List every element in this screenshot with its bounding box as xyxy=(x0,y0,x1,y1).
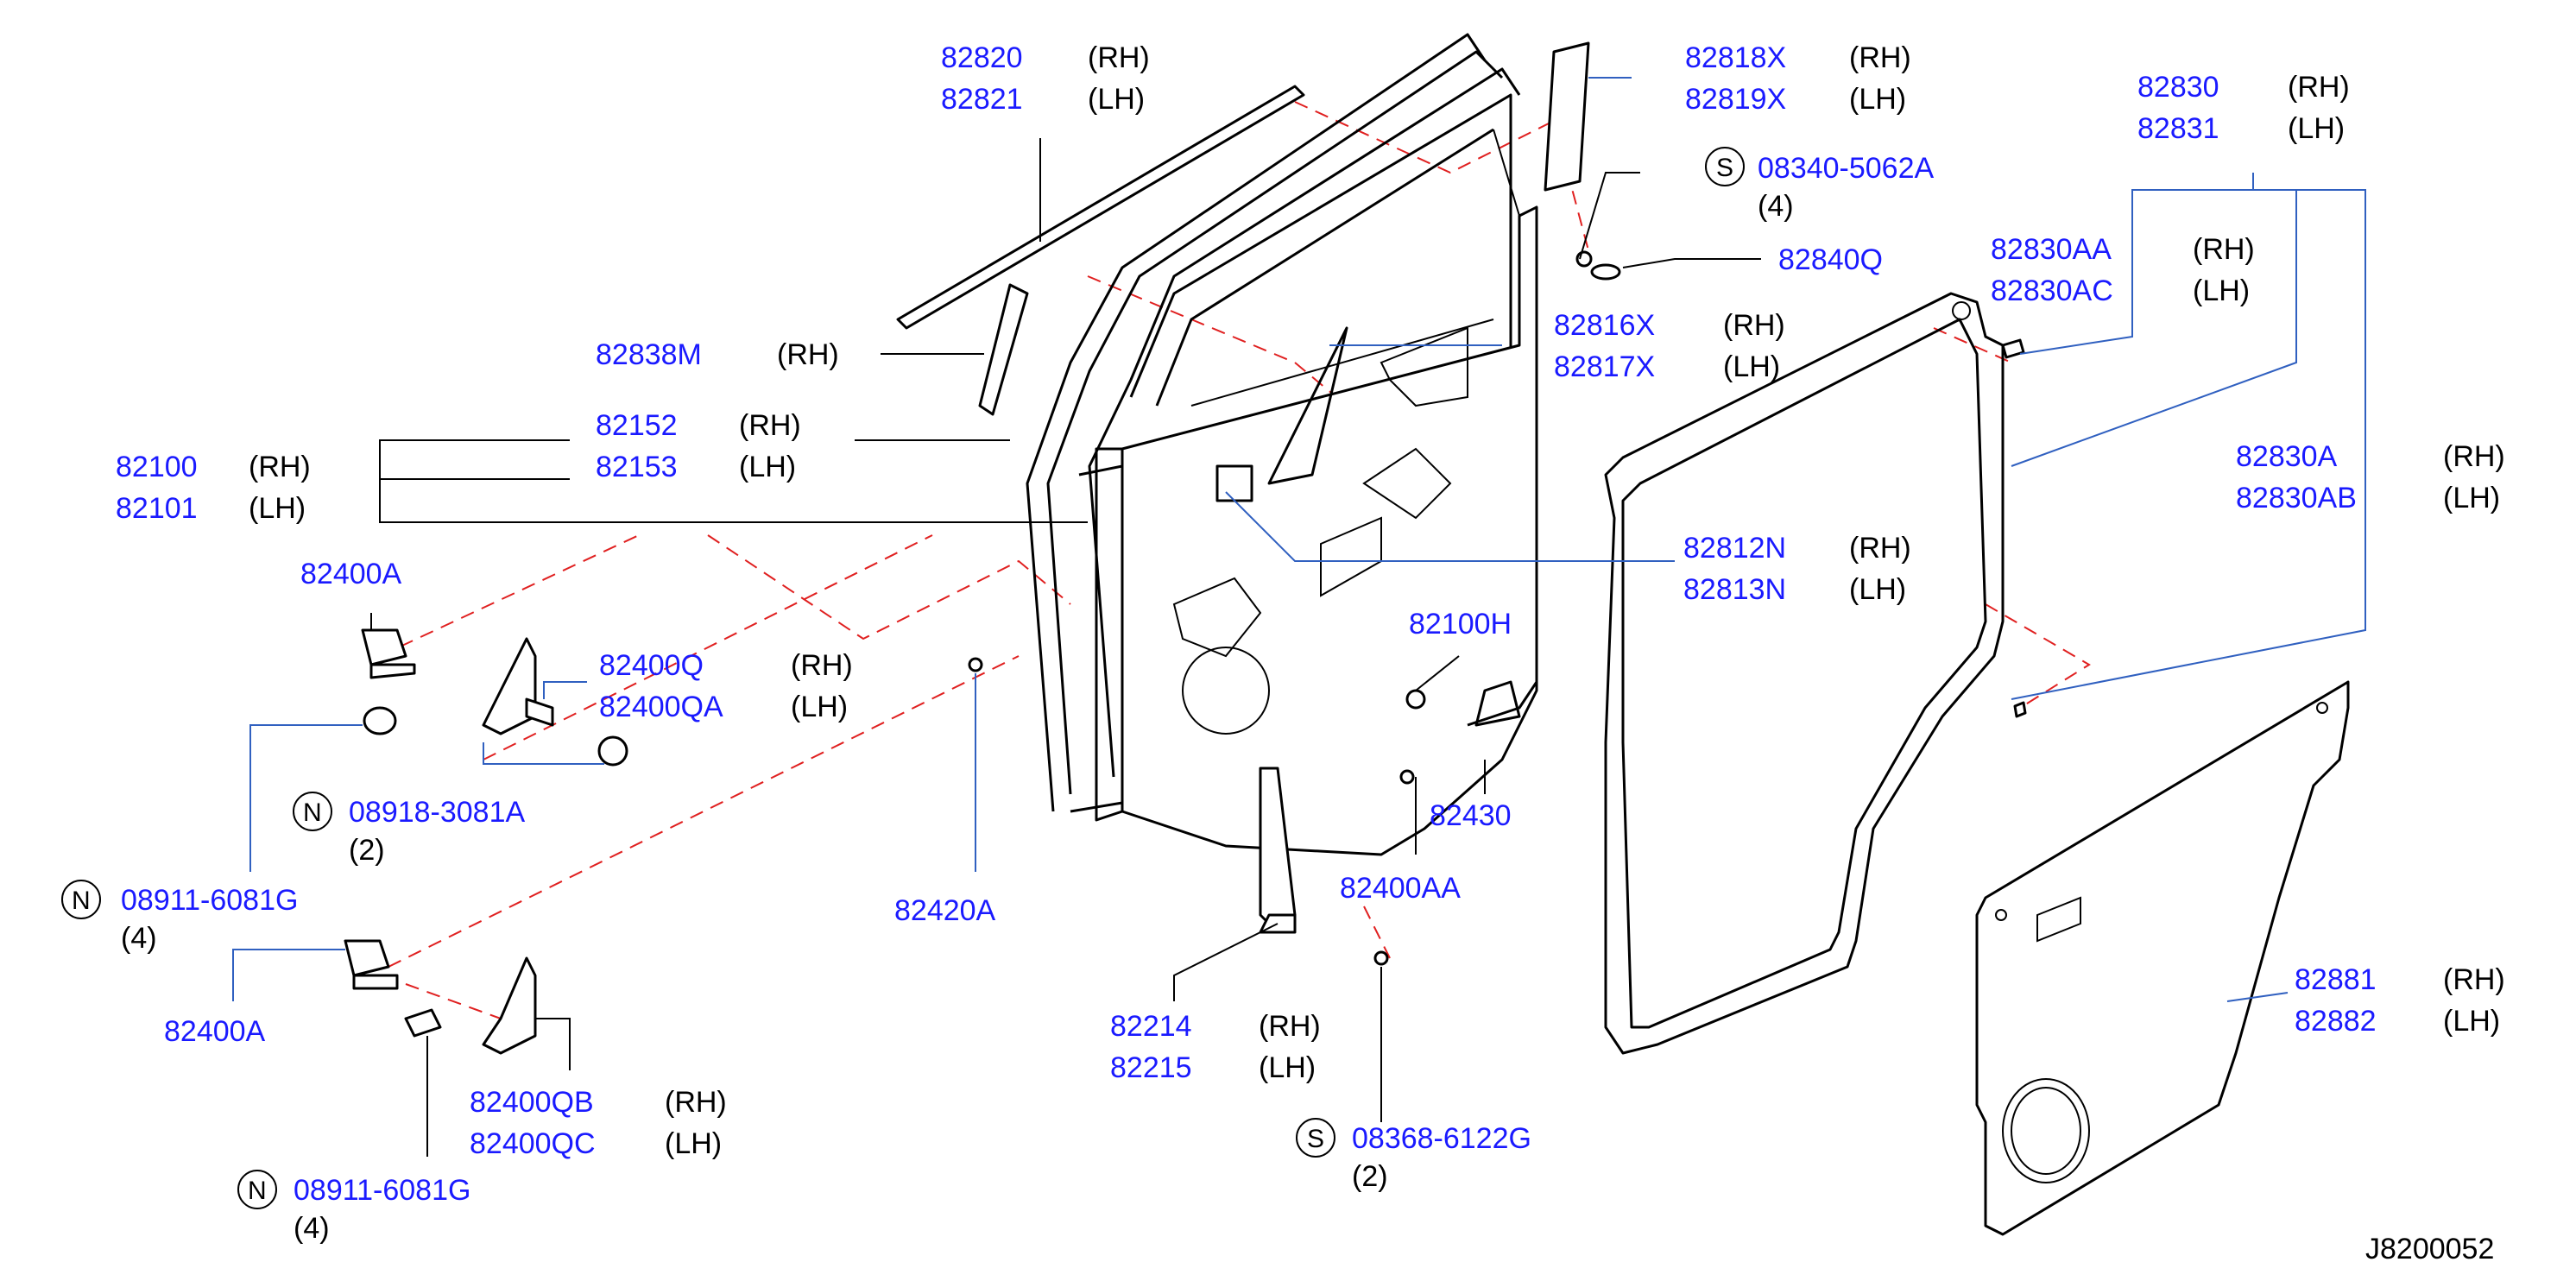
side-82152: (RH) xyxy=(739,409,801,442)
part-82400QB[interactable]: 82400QB xyxy=(470,1086,594,1119)
side-82816X: (RH) xyxy=(1723,309,1785,342)
qty-08918-3081A: (2) xyxy=(349,834,385,867)
side-82100: (RH) xyxy=(249,451,311,483)
part-82153[interactable]: 82153 xyxy=(596,451,678,483)
side-82819X: (LH) xyxy=(1849,83,1906,116)
trim-panel xyxy=(1975,338,2350,1236)
part-82100H[interactable]: 82100H xyxy=(1409,608,1512,640)
side-82400Q: (RH) xyxy=(791,649,853,682)
part-82152[interactable]: 82152 xyxy=(596,409,678,442)
leader-lines xyxy=(232,77,2366,1157)
part-82830AB[interactable]: 82830AB xyxy=(2236,482,2357,514)
side-82821: (LH) xyxy=(1088,83,1145,116)
hinges xyxy=(344,628,628,1055)
part-82816X[interactable]: 82816X xyxy=(1554,309,1655,342)
part-82215[interactable]: 82215 xyxy=(1110,1051,1192,1084)
part-08918-3081A[interactable]: 08918-3081A xyxy=(349,796,526,829)
part-82830AC[interactable]: 82830AC xyxy=(1991,274,2113,307)
side-82400QA: (LH) xyxy=(791,691,848,723)
part-82831[interactable]: 82831 xyxy=(2137,112,2219,145)
side-82830: (RH) xyxy=(2288,71,2350,104)
part-82400AA[interactable]: 82400AA xyxy=(1340,872,1461,905)
part-82400A-top[interactable]: 82400A xyxy=(300,558,402,590)
diagram-reference: J8200052 xyxy=(2365,1233,2494,1265)
qty-08911-6081G-bottom: (4) xyxy=(294,1212,330,1245)
part-82100[interactable]: 82100 xyxy=(116,451,198,483)
part-82430[interactable]: 82430 xyxy=(1430,799,1512,832)
side-82812N: (RH) xyxy=(1849,532,1911,565)
part-82882[interactable]: 82882 xyxy=(2295,1005,2377,1038)
part-82818X[interactable]: 82818X xyxy=(1685,41,1786,74)
part-82830A[interactable]: 82830A xyxy=(2236,440,2338,473)
part-82881[interactable]: 82881 xyxy=(2295,963,2377,996)
part-82420A[interactable]: 82420A xyxy=(894,894,996,927)
badge-s-08340: S xyxy=(1716,154,1733,182)
side-82214: (RH) xyxy=(1259,1010,1321,1043)
side-82400QB: (RH) xyxy=(665,1086,727,1119)
side-82882: (LH) xyxy=(2443,1005,2500,1038)
side-82830AA: (RH) xyxy=(2193,233,2255,266)
side-82813N: (LH) xyxy=(1849,573,1906,606)
weatherstrip xyxy=(1604,292,2005,1055)
qty-08368-6122G: (2) xyxy=(1352,1160,1388,1193)
badge-circle-s-08368 xyxy=(1296,1118,1335,1158)
side-82817X: (LH) xyxy=(1723,350,1780,383)
side-82153: (LH) xyxy=(739,451,796,483)
badge-circle-n-08911-bottom xyxy=(237,1170,277,1209)
badge-n-08911-bottom: N xyxy=(248,1177,267,1205)
side-82820: (RH) xyxy=(1088,41,1150,74)
door-assembly xyxy=(896,33,1621,966)
part-82821[interactable]: 82821 xyxy=(941,83,1023,116)
part-82101[interactable]: 82101 xyxy=(116,492,198,525)
part-82400QA[interactable]: 82400QA xyxy=(599,691,723,723)
badge-circle-n-08911-top xyxy=(61,880,101,919)
part-08368-6122G[interactable]: 08368-6122G xyxy=(1352,1122,1531,1155)
part-08911-6081G-bottom[interactable]: 08911-6081G xyxy=(294,1174,470,1207)
badge-s-08368: S xyxy=(1307,1125,1324,1153)
side-82831: (LH) xyxy=(2288,112,2345,145)
badge-n-08911-top: N xyxy=(72,887,91,915)
part-82813N[interactable]: 82813N xyxy=(1683,573,1786,606)
part-82838M[interactable]: 82838M xyxy=(596,338,702,371)
side-82830AB: (LH) xyxy=(2443,482,2500,514)
side-82830A: (RH) xyxy=(2443,440,2505,473)
part-82819X[interactable]: 82819X xyxy=(1685,83,1786,116)
side-82101: (LH) xyxy=(249,492,306,525)
side-82881: (RH) xyxy=(2443,963,2505,996)
part-82817X[interactable]: 82817X xyxy=(1554,350,1655,383)
part-82400QC[interactable]: 82400QC xyxy=(470,1127,596,1160)
part-82214[interactable]: 82214 xyxy=(1110,1010,1192,1043)
part-82400A-bottom[interactable]: 82400A xyxy=(164,1015,266,1048)
part-08911-6081G-top[interactable]: 08911-6081G xyxy=(121,884,298,917)
part-82820[interactable]: 82820 xyxy=(941,41,1023,74)
side-82830AC: (LH) xyxy=(2193,274,2250,307)
badge-circle-n-08918 xyxy=(293,792,332,831)
badge-n-08918: N xyxy=(303,798,322,827)
labels: 82820 (RH) 82821 (LH) 82818X (RH) 82819X… xyxy=(61,41,2505,1265)
part-82812N[interactable]: 82812N xyxy=(1683,532,1786,565)
part-82400Q[interactable]: 82400Q xyxy=(599,649,704,682)
side-82400QC: (LH) xyxy=(665,1127,722,1160)
part-08340-5062A[interactable]: 08340-5062A xyxy=(1758,152,1935,185)
part-82830AA[interactable]: 82830AA xyxy=(1991,233,2112,266)
side-82838M: (RH) xyxy=(777,338,839,371)
badge-circle-s-08340 xyxy=(1705,147,1745,186)
side-82818X: (RH) xyxy=(1849,41,1911,74)
side-82215: (LH) xyxy=(1259,1051,1316,1084)
part-82830[interactable]: 82830 xyxy=(2137,71,2219,104)
qty-08340-5062A: (4) xyxy=(1758,190,1794,223)
qty-08911-6081G-top: (4) xyxy=(121,922,157,955)
part-82840Q[interactable]: 82840Q xyxy=(1778,243,1883,276)
